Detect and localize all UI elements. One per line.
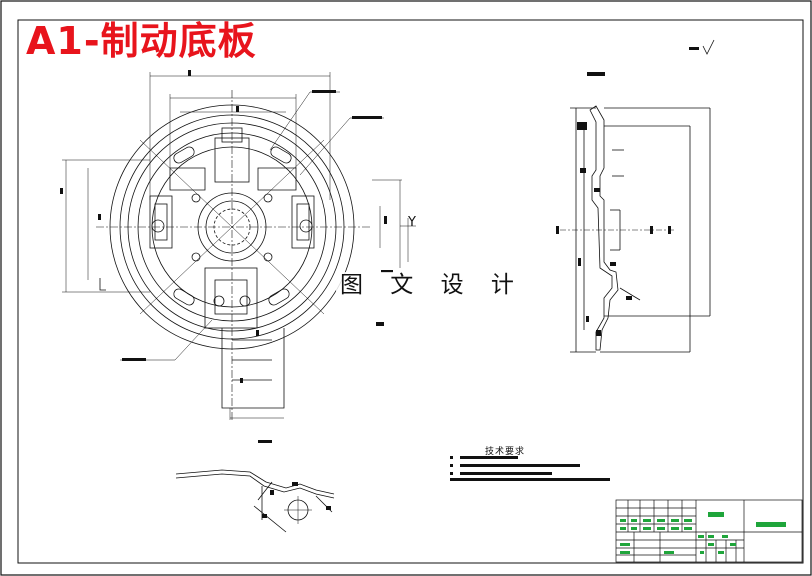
front-dimensions [62,72,416,420]
inner-border [17,19,804,564]
side-section-tags [556,47,699,336]
corner-mark [99,278,106,291]
front-view [96,90,372,420]
title-block [615,499,803,563]
roughness-symbol [702,39,715,55]
title-block-labels [620,512,786,554]
front-dimension-tags [60,70,393,383]
technical-requirements-lines [450,456,610,481]
y-axis-label: Y [407,215,416,230]
detail-view [175,469,335,533]
detail-view-tags [258,440,331,518]
drawing-title: A1-制动底板 [26,19,257,63]
watermark-text: 图 文 设 计 [336,272,528,299]
side-section-view [560,105,711,353]
technical-requirements-title: 技术要求 [485,447,526,457]
